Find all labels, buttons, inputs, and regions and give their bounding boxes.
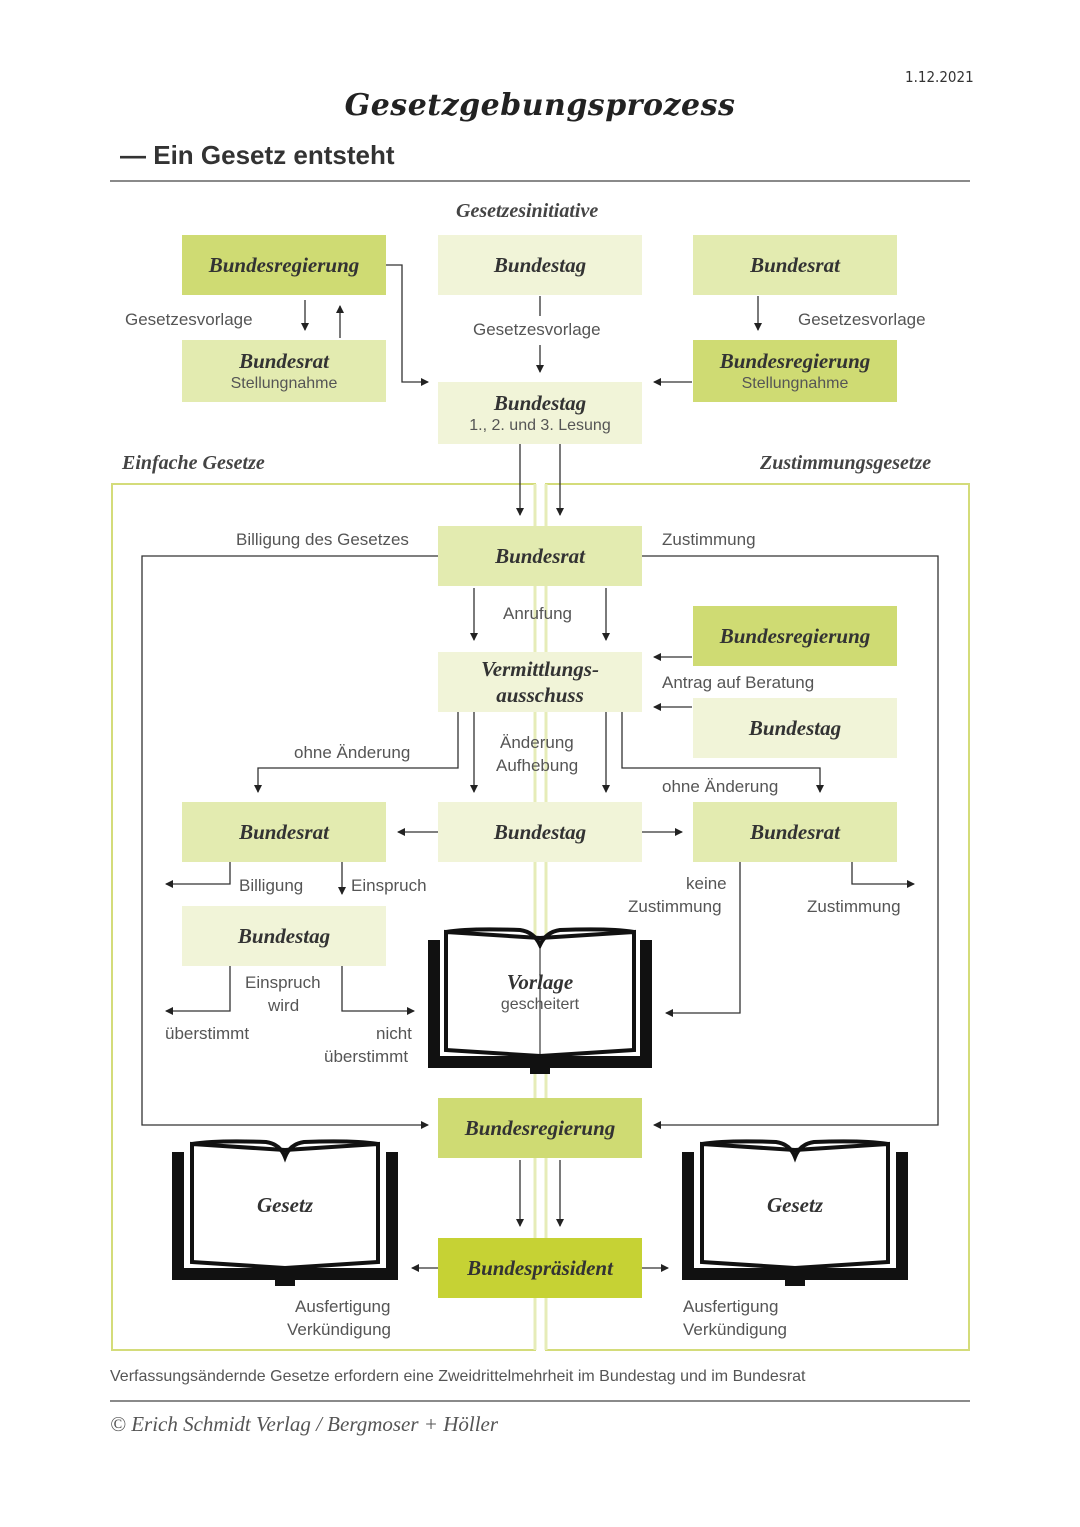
node-bundespraesident: Bundespräsident xyxy=(438,1238,642,1298)
initiative-label: Gesetzesinitiative xyxy=(456,200,599,222)
label-ausfertigung-left: Ausfertigung xyxy=(295,1297,391,1316)
node-bundestag-mid: Bundestag xyxy=(438,802,642,862)
book-gesetz-left-icon xyxy=(172,1139,398,1286)
label-zustimmung-keine: Zustimmung xyxy=(628,897,722,916)
label-gesetzesvorlage-left: Gesetzesvorlage xyxy=(125,310,253,329)
label-verkuendigung-right: Verkündigung xyxy=(683,1320,787,1339)
node-title: Bundesregierung xyxy=(464,1116,616,1140)
diagram-subtitle: — Ein Gesetz entsteht xyxy=(120,140,395,170)
label-gesetzesvorlage-mid: Gesetzesvorlage xyxy=(473,320,601,339)
simple-laws-label: Einfache Gesetze xyxy=(122,452,265,474)
consent-laws-label: Zustimmungsgesetze xyxy=(760,452,932,474)
node-title: Bundespräsident xyxy=(467,1256,613,1280)
label-ueberstimmt: überstimmt xyxy=(165,1024,250,1043)
book-gesetz-right-icon xyxy=(682,1139,908,1286)
node-title-line1: Vermittlungs- xyxy=(481,657,599,681)
node-bundesrat-right: Bundesrat xyxy=(693,802,897,862)
label-ausfertigung-right: Ausfertigung xyxy=(683,1297,779,1316)
node-vermittlungsausschuss: Vermittlungs- ausschuss xyxy=(438,652,642,712)
label-zustimmung-right: Zustimmung xyxy=(807,897,901,916)
label-gesetzesvorlage-right: Gesetzesvorlage xyxy=(798,310,926,329)
label-aenderung: Änderung xyxy=(500,733,574,752)
top-rule xyxy=(110,180,970,182)
node-bundestag-antrag: Bundestag xyxy=(693,698,897,758)
node-title: Bundestag xyxy=(748,716,842,740)
node-title: Bundesrat xyxy=(495,544,585,568)
label-billigung-des-gesetzes: Billigung des Gesetzes xyxy=(236,530,409,549)
node-title: Bundesrat xyxy=(239,820,329,844)
node-title: Bundestag xyxy=(493,820,587,844)
label-antrag-auf-beratung: Antrag auf Beratung xyxy=(662,673,815,692)
node-title: Bundesregierung xyxy=(719,624,871,648)
node-bundesrat-main: Bundesrat xyxy=(438,526,642,586)
node-title: Bundesregierung xyxy=(719,349,871,373)
footnote: Verfassungsändernde Gesetze erfordern ei… xyxy=(110,1368,806,1385)
node-sub: Stellungnahme xyxy=(741,375,849,392)
label-billigung: Billigung xyxy=(239,876,304,895)
label-aufhebung: Aufhebung xyxy=(496,756,579,775)
node-title: Bundestag xyxy=(237,924,331,948)
node-gesetz-right: Gesetz xyxy=(702,1185,888,1225)
label-nicht: nicht xyxy=(376,1024,412,1043)
node-bundestag-initiative: Bundestag xyxy=(438,235,642,295)
node-sub: 1., 2. und 3. Lesung xyxy=(469,417,611,434)
node-bundesregierung-stellungnahme: Bundesregierung Stellungnahme xyxy=(693,340,897,402)
node-title: Bundestag xyxy=(493,391,587,415)
label-ohne-aenderung-left: ohne Änderung xyxy=(294,743,411,762)
node-sub: gescheitert xyxy=(500,996,580,1013)
node-gesetz-left: Gesetz xyxy=(192,1185,378,1225)
node-title-line2: ausschuss xyxy=(496,683,584,707)
label-anrufung: Anrufung xyxy=(503,604,572,623)
node-vorlage-gescheitert: Vorlage gescheitert xyxy=(446,962,634,1022)
node-title: Bundesrat xyxy=(239,349,329,373)
label-nicht-ueberstimmt: überstimmt xyxy=(324,1047,409,1066)
label-verkuendigung-left: Verkündigung xyxy=(287,1320,391,1339)
label-zustimmung-top: Zustimmung xyxy=(662,530,756,549)
node-bundesregierung-bottom: Bundesregierung xyxy=(438,1098,642,1158)
node-title: Vorlage xyxy=(506,970,574,994)
bottom-rule xyxy=(110,1400,970,1402)
label-einspruch: Einspruch xyxy=(351,876,427,895)
node-title: Gesetz xyxy=(767,1193,823,1217)
node-bundesrat-left: Bundesrat xyxy=(182,802,386,862)
node-title: Bundesrat xyxy=(750,253,840,277)
node-bundestag-lesung: Bundestag 1., 2. und 3. Lesung xyxy=(438,382,642,444)
label-einspruch-2: Einspruch xyxy=(245,973,321,992)
label-keine: keine xyxy=(686,874,727,893)
book-vorlage-icon xyxy=(428,927,652,1074)
node-title: Bundesrat xyxy=(750,820,840,844)
page-title: Gesetzgebungsprozess xyxy=(344,88,736,123)
node-bundesregierung-antrag: Bundesregierung xyxy=(693,606,897,666)
date: 1.12.2021 xyxy=(905,68,974,86)
node-sub: Stellungnahme xyxy=(230,375,338,392)
node-title: Gesetz xyxy=(257,1193,313,1217)
node-bundesregierung-initiative: Bundesregierung xyxy=(182,235,386,295)
label-wird: wird xyxy=(268,996,300,1015)
node-title: Bundestag xyxy=(493,253,587,277)
node-bundestag-left: Bundestag xyxy=(182,906,386,966)
label-ohne-aenderung-right: ohne Änderung xyxy=(662,777,779,796)
node-title: Bundesregierung xyxy=(208,253,360,277)
copyright: © Erich Schmidt Verlag / Bergmoser + Höl… xyxy=(110,1412,499,1436)
node-bundesrat-initiative: Bundesrat xyxy=(693,235,897,295)
node-bundesrat-stellungnahme: Bundesrat Stellungnahme xyxy=(182,340,386,402)
